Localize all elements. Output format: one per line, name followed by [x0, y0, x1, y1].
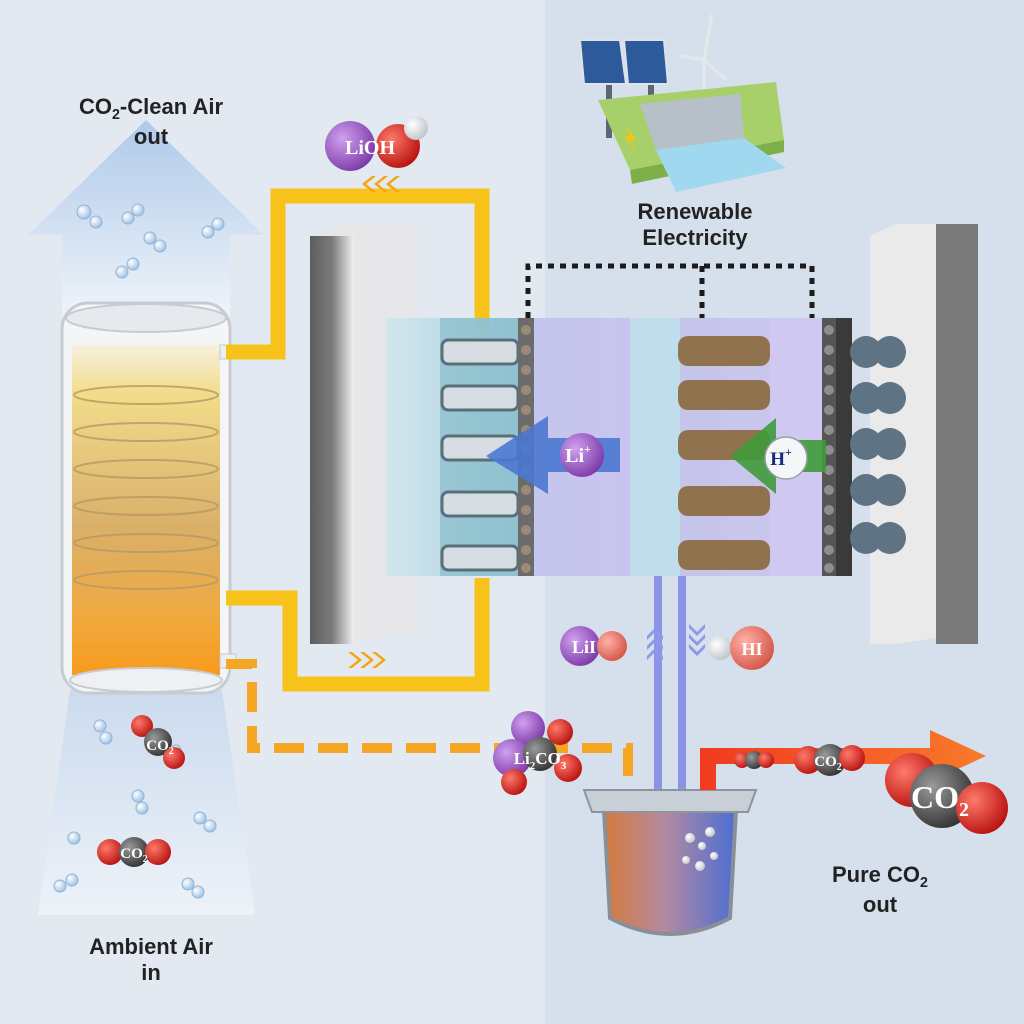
lii-molecule: LiI [560, 626, 627, 666]
electrochemical-cell [386, 318, 906, 576]
li2co3-label-co: CO [535, 749, 561, 768]
lioh-label: LiOH [345, 137, 395, 159]
li2co3-label-sub2: 3 [561, 760, 567, 772]
ambient-air-in-label: Ambient Air in [56, 934, 246, 987]
co2-label-sub: 2 [837, 762, 842, 773]
renewable-line1: Renewable [637, 199, 753, 224]
svg-text:CO2: CO2 [146, 738, 174, 757]
ambient-air-in-arrow [38, 690, 255, 915]
pure-co2-text: Pure CO [832, 862, 921, 887]
h-ion-label: H [770, 449, 785, 470]
co2-label: CO [146, 738, 169, 754]
co2-label: CO [120, 846, 143, 862]
lioh-molecule: LiOH [325, 116, 428, 171]
co2-molecule-outlet-medium: CO2 [794, 744, 865, 776]
cell-to-tank-pipes [654, 576, 686, 826]
li-ion-charge: + [584, 442, 591, 456]
svg-text:Li2CO3: Li2CO3 [514, 749, 567, 772]
renewable-electricity-label: Renewable Electricity [600, 199, 790, 252]
co2-label-sub: 2 [143, 854, 148, 865]
pure-co2-out-label: Pure CO2 out [790, 862, 970, 919]
lii-label: LiI [572, 637, 596, 657]
pure-co2-line2: out [862, 892, 898, 918]
svg-text:CO2: CO2 [814, 754, 842, 773]
co2-molecule-inlet-2: CO2 [97, 837, 171, 867]
clean-air-out-text: -Clean Air [119, 94, 224, 119]
clean-air-out-line2: out [133, 124, 169, 150]
renewable-line2: Electricity [642, 225, 748, 251]
pipe-flow-chevrons [647, 624, 705, 660]
clean-air-out-arrow [28, 120, 264, 320]
hi-molecule: HI [708, 626, 774, 670]
co2-molecule-outlet-small [734, 751, 774, 769]
co2-label: CO [911, 779, 959, 815]
hi-label: HI [741, 639, 762, 659]
li2co3-flow-dashed-line [226, 659, 633, 798]
lioh-flow-pipe [226, 188, 490, 692]
lioh-flow-chevrons [348, 176, 400, 668]
electrical-circuit-wire [525, 263, 815, 318]
co2-molecule-outlet-large: CO2 [885, 753, 1008, 834]
clean-air-out-label: CO2-Clean Air out [58, 94, 244, 151]
co2-label-sub: 2 [959, 799, 969, 821]
li-ion-label: Li [565, 445, 584, 467]
clean-air-out-co: CO [78, 94, 112, 119]
li2co3-label-li: Li [514, 749, 530, 768]
h-ion-molecule: H+ [764, 436, 808, 480]
pure-co2-sub: 2 [920, 875, 928, 891]
clean-air-out-sub: 2 [111, 107, 120, 123]
air-bubbles-top [76, 203, 225, 279]
li2co3-molecule: Li2CO3 [493, 711, 582, 795]
absorption-column [60, 301, 237, 695]
li-ion-molecule: Li+ [560, 433, 604, 477]
svg-text:CO2: CO2 [911, 779, 969, 821]
svg-text:Li+: Li+ [565, 442, 591, 467]
co2-label: CO [814, 754, 837, 770]
ambient-air-line1: Ambient Air [89, 934, 213, 959]
ambient-air-line2: in [141, 960, 161, 986]
svg-text:CO2: CO2 [120, 846, 148, 865]
renewable-power-plant-icon [578, 13, 786, 192]
co2-label-sub: 2 [169, 746, 174, 757]
li2co3-label-sub1: 2 [530, 760, 536, 772]
svg-text:H+: H+ [770, 445, 792, 470]
co2-molecule-inlet-1: CO2 [131, 715, 185, 769]
h-ion-charge: + [785, 445, 792, 459]
li-ion-migration-arrow [486, 416, 620, 494]
reaction-tank [582, 789, 758, 936]
